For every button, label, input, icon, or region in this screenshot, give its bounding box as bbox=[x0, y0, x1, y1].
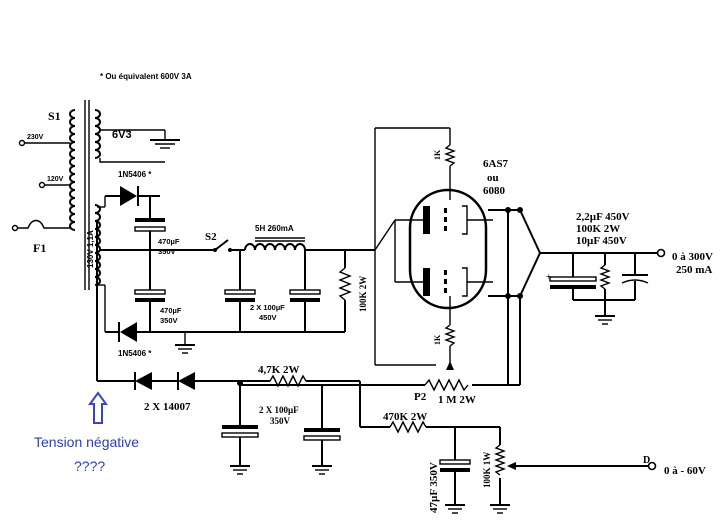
up-arrow-icon bbox=[88, 391, 108, 424]
resistor-470k bbox=[389, 420, 427, 434]
pot-100k bbox=[494, 444, 506, 476]
transformer-s1 bbox=[69, 100, 101, 290]
neg-resistor bbox=[269, 374, 307, 388]
output-d-label: D bbox=[643, 455, 650, 466]
heater-voltage-label: 6V3 bbox=[112, 129, 132, 141]
cap-bottom bbox=[135, 298, 165, 302]
output-resistor bbox=[599, 264, 611, 290]
neg-diode-1 bbox=[135, 372, 152, 390]
cap-47uf-label: 47µF 350V bbox=[428, 462, 440, 513]
bleeder-resistor bbox=[338, 267, 352, 301]
diode-bottom-label: 1N5406 * bbox=[118, 349, 152, 358]
tube-alt-type: 6080 bbox=[483, 185, 506, 197]
output-cap bbox=[550, 285, 596, 289]
output-current-label: 250 mA bbox=[676, 264, 712, 276]
negative-voltage-annotation: Tension négative bbox=[34, 434, 139, 450]
transformer-label: S1 bbox=[48, 109, 61, 123]
secondary-rating-label: 130V 1,1A bbox=[86, 230, 95, 268]
filter-caps-voltage: 450V bbox=[259, 313, 277, 322]
cap-top-value: 470µF bbox=[158, 237, 180, 246]
cap-top-voltage: 350V bbox=[158, 247, 176, 256]
rectifier-section bbox=[97, 186, 345, 354]
output-section: + bbox=[540, 248, 666, 325]
fuse-label: F1 bbox=[33, 241, 46, 255]
tube-wiring bbox=[240, 127, 541, 392]
cap-47uf bbox=[440, 468, 470, 472]
grid-resistor-top-label: 1K bbox=[433, 149, 442, 160]
equivalent-note: * Ou équivalent 600V 3A bbox=[100, 72, 192, 81]
tube-or: ou bbox=[487, 172, 499, 184]
neg-resistor-label: 4,7K 2W bbox=[258, 364, 300, 376]
neg-caps-value: 2 X 100µF bbox=[259, 405, 299, 415]
grid-resistor-bottom-label: 1K bbox=[433, 334, 442, 345]
switch-s2 bbox=[214, 239, 229, 251]
pot-p2-value: 1 M 2W bbox=[438, 394, 476, 406]
tap-120-terminal bbox=[38, 181, 46, 189]
tap-230-label: 230V bbox=[27, 134, 44, 141]
cap-bottom-value: 470µF bbox=[160, 306, 182, 315]
output-cap-2 bbox=[621, 279, 649, 284]
neg-cap-2 bbox=[304, 428, 340, 432]
grid-resistor-top bbox=[444, 144, 456, 167]
cap-bottom-voltage: 350V bbox=[160, 316, 178, 325]
output-resistor-label: 100K 2W bbox=[576, 223, 620, 235]
neg-caps-voltage: 350V bbox=[270, 416, 291, 426]
negative-supply bbox=[96, 220, 657, 514]
resistor-470k-label: 470K 2W bbox=[383, 411, 427, 423]
pot-p2 bbox=[424, 378, 469, 392]
tap-230-terminal bbox=[18, 139, 26, 147]
filter-cap-1 bbox=[225, 298, 255, 302]
neg-cap-1 bbox=[222, 425, 258, 429]
output-cap-label: 2,2µF 450V bbox=[576, 211, 630, 223]
output-neg-terminal bbox=[647, 461, 657, 471]
choke-label: 5H 260mA bbox=[255, 224, 294, 233]
filter-cap-2 bbox=[290, 298, 320, 302]
diode-top bbox=[120, 186, 137, 206]
pot-100k-label: 100K 1W bbox=[482, 452, 492, 488]
tap-120-label: 120V bbox=[47, 176, 64, 183]
filter-section bbox=[200, 237, 375, 332]
pot-p2-label: P2 bbox=[414, 391, 427, 403]
tube-type: 6AS7 bbox=[483, 158, 509, 170]
output-hv-terminal bbox=[656, 248, 666, 258]
choke-coil bbox=[244, 243, 306, 251]
neg-output-label: 0 à - 60V bbox=[664, 465, 706, 477]
tube-6as7 bbox=[408, 188, 488, 310]
switch-label: S2 bbox=[205, 231, 217, 243]
primary-wiring bbox=[11, 139, 70, 232]
neg-diode-2 bbox=[178, 372, 195, 390]
heater-ground-wiring bbox=[99, 129, 180, 163]
neg-diodes-label: 2 X 14007 bbox=[144, 401, 191, 413]
filter-caps-value: 2 X 100µF bbox=[250, 303, 285, 312]
diode-bottom bbox=[120, 322, 137, 342]
cap-top bbox=[135, 218, 165, 222]
diode-top-label: 1N5406 * bbox=[118, 170, 152, 179]
fuse-f1 bbox=[17, 219, 70, 229]
bleeder-resistor-label: 100K 2W bbox=[358, 276, 368, 312]
mains-terminal bbox=[11, 224, 19, 232]
grid-resistor-bottom bbox=[444, 324, 456, 347]
question-annotation: ???? bbox=[74, 458, 105, 474]
output-voltage-label: 0 à 300V bbox=[672, 251, 713, 263]
svg-text:+: + bbox=[546, 272, 551, 281]
output-cap2-label: 10µF 450V bbox=[576, 235, 627, 247]
